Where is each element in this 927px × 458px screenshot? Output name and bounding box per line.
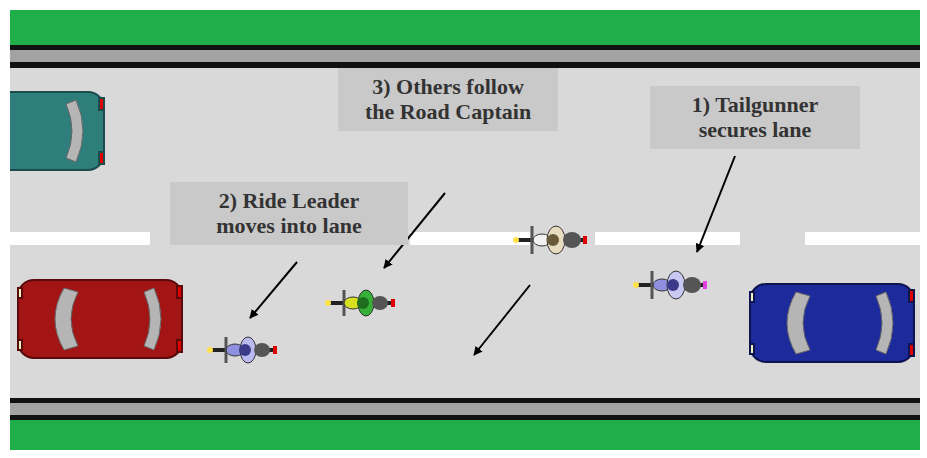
lane-dashes bbox=[10, 232, 920, 245]
callout-box: 1) Tailgunner secures lane bbox=[650, 86, 860, 149]
grass-verge bbox=[10, 420, 920, 450]
helmet bbox=[239, 344, 251, 356]
callout-text: 2) Ride Leader moves into lane bbox=[195, 188, 383, 239]
motorcycle-rider bbox=[513, 226, 587, 254]
headlight bbox=[633, 282, 639, 288]
headlight bbox=[207, 347, 213, 353]
seat bbox=[254, 343, 270, 357]
teal-car bbox=[10, 92, 104, 170]
rider bbox=[547, 226, 565, 254]
lane-dash bbox=[10, 232, 150, 245]
motorcycle-road-captain bbox=[325, 290, 395, 316]
lane-dash bbox=[805, 232, 920, 245]
shoulder-strip bbox=[10, 50, 920, 62]
seat bbox=[372, 296, 388, 310]
seat bbox=[563, 232, 581, 248]
rider bbox=[240, 337, 256, 363]
helmet bbox=[667, 279, 679, 291]
pointer-arrow bbox=[474, 285, 530, 355]
helmet bbox=[547, 234, 559, 246]
helmet bbox=[357, 297, 369, 309]
lane-dash bbox=[595, 232, 740, 245]
tail-light bbox=[703, 281, 707, 289]
motorcycle-tailgunner bbox=[633, 271, 707, 299]
blue-car bbox=[750, 284, 914, 362]
rider bbox=[358, 290, 374, 316]
callout-text: 1) Tailgunner secures lane bbox=[670, 92, 840, 143]
shoulder-strip bbox=[10, 403, 920, 415]
barrier-edge bbox=[10, 415, 920, 420]
red-car bbox=[18, 280, 182, 358]
headlight bbox=[325, 300, 331, 306]
tail-light bbox=[583, 236, 587, 244]
motorcycle-ride-leader bbox=[207, 337, 277, 363]
headlight bbox=[513, 237, 519, 243]
pointer-arrow bbox=[250, 262, 297, 318]
road-surface bbox=[10, 68, 920, 398]
pointer-arrow bbox=[697, 156, 735, 252]
barrier-edge bbox=[10, 45, 920, 50]
callout-box: 2) Ride Leader moves into lane bbox=[170, 182, 408, 245]
callout-box: 3) Others follow the Road Captain bbox=[338, 68, 558, 131]
lane-dash bbox=[410, 232, 530, 245]
tail-light bbox=[391, 299, 395, 307]
rider bbox=[667, 271, 685, 299]
tail-light bbox=[273, 346, 277, 354]
grass-verge bbox=[10, 10, 920, 45]
seat bbox=[683, 277, 701, 293]
callout-text: 3) Others follow the Road Captain bbox=[360, 74, 536, 125]
barrier-edge bbox=[10, 398, 920, 403]
